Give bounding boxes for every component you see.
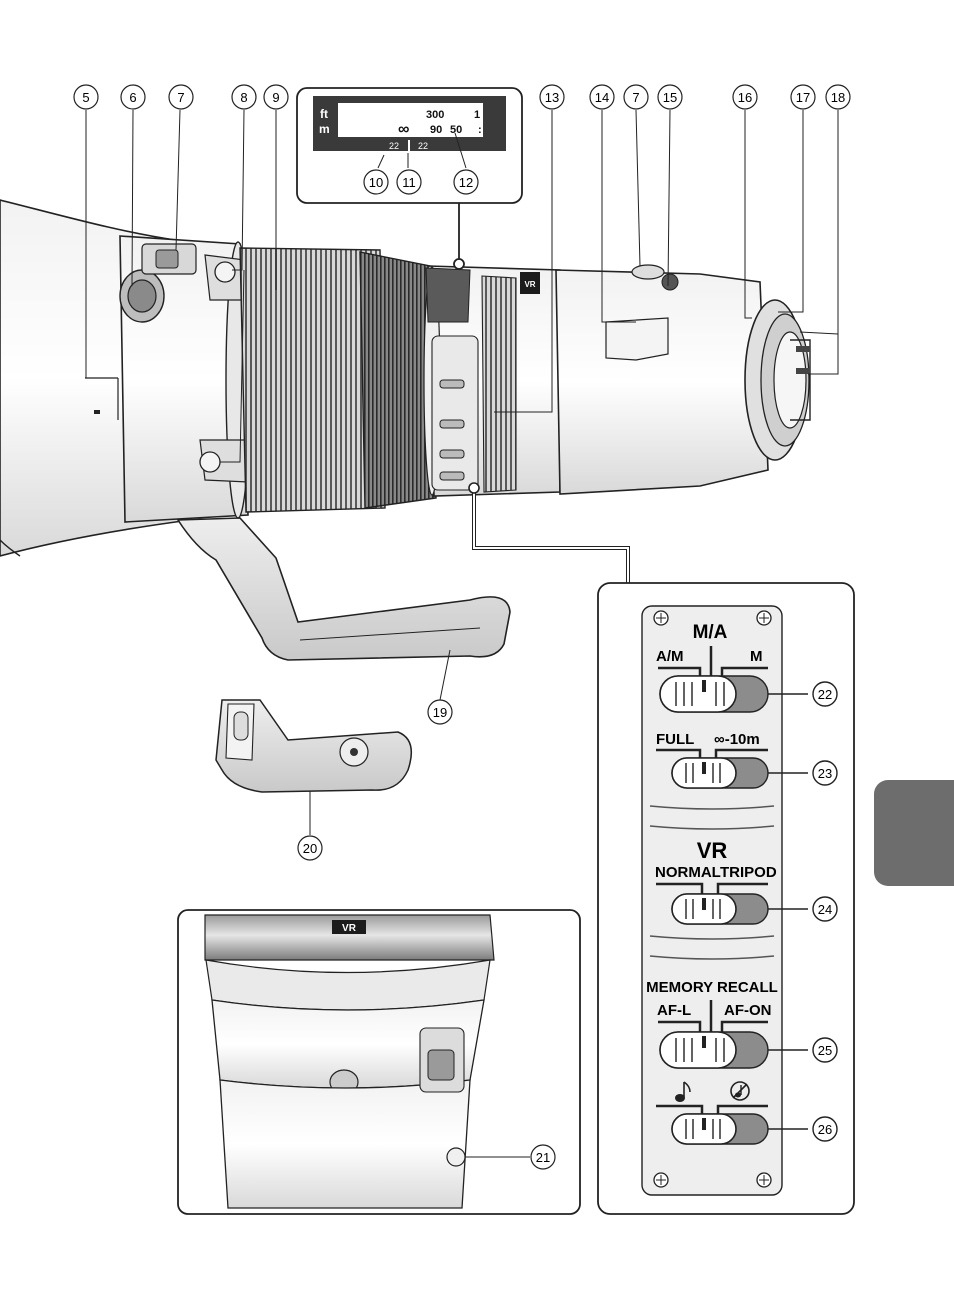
side-tab [874, 780, 954, 886]
callout-20: 20 [303, 841, 317, 856]
focus-limit-left: FULL [656, 731, 694, 748]
focus-mode-title: M/A [693, 622, 728, 643]
callout-6: 6 [129, 90, 136, 105]
callout-11: 11 [402, 175, 416, 190]
callout-24: 24 [818, 902, 832, 917]
scale-m-label: m [319, 122, 330, 136]
callout-23: 23 [818, 766, 832, 781]
scale-m-50: 50 [450, 124, 462, 136]
memory-right: AF-ON [724, 1002, 772, 1019]
callout-18: 18 [831, 90, 845, 105]
callout-10: 10 [369, 175, 383, 190]
inset-vr-badge: VR [342, 923, 357, 934]
callout-5: 5 [82, 90, 89, 105]
focus-mode-left: A/M [656, 648, 684, 665]
dof-right: 22 [418, 141, 428, 151]
callout-16: 16 [738, 90, 752, 105]
callout-15: 15 [663, 90, 677, 105]
barrel-vr-badge: VR [524, 280, 535, 289]
scale-ft-300: 300 [426, 109, 444, 121]
callout-12: 12 [459, 175, 473, 190]
scale-m-end: : [478, 124, 482, 136]
callout-9: 9 [272, 90, 279, 105]
memory-left: AF-L [657, 1002, 691, 1019]
callout-7b: 7 [632, 90, 639, 105]
scale-infinity: ∞ [398, 121, 409, 138]
focus-limit-right: ∞-10m [714, 731, 760, 748]
focus-mode-right: M [750, 648, 763, 665]
vr-left: NORMAL [655, 864, 721, 881]
switch-panel-inset: M/A A/M M 22 FULL ∞-10m 23 VR [598, 583, 854, 1214]
callout-26: 26 [818, 1122, 832, 1137]
callout-25: 25 [818, 1043, 832, 1058]
scale-m-90: 90 [430, 124, 442, 136]
vr-right: TRIPOD [720, 864, 777, 881]
callout-22: 22 [818, 687, 832, 702]
memory-title: MEMORY RECALL [646, 979, 778, 996]
detail-inset: VR 21 [178, 910, 580, 1214]
scale-ft-label: ft [320, 107, 328, 121]
callout-14: 14 [595, 90, 609, 105]
callout-19: 19 [433, 705, 447, 720]
callout-21: 21 [536, 1150, 550, 1165]
dof-left: 22 [389, 141, 399, 151]
callout-13: 13 [545, 90, 559, 105]
callout-8: 8 [240, 90, 247, 105]
callout-17: 17 [796, 90, 810, 105]
scale-ft-end: 1 [474, 109, 480, 121]
tripod-foot [216, 700, 411, 792]
callout-7a: 7 [177, 90, 184, 105]
vr-title: VR [697, 838, 728, 863]
